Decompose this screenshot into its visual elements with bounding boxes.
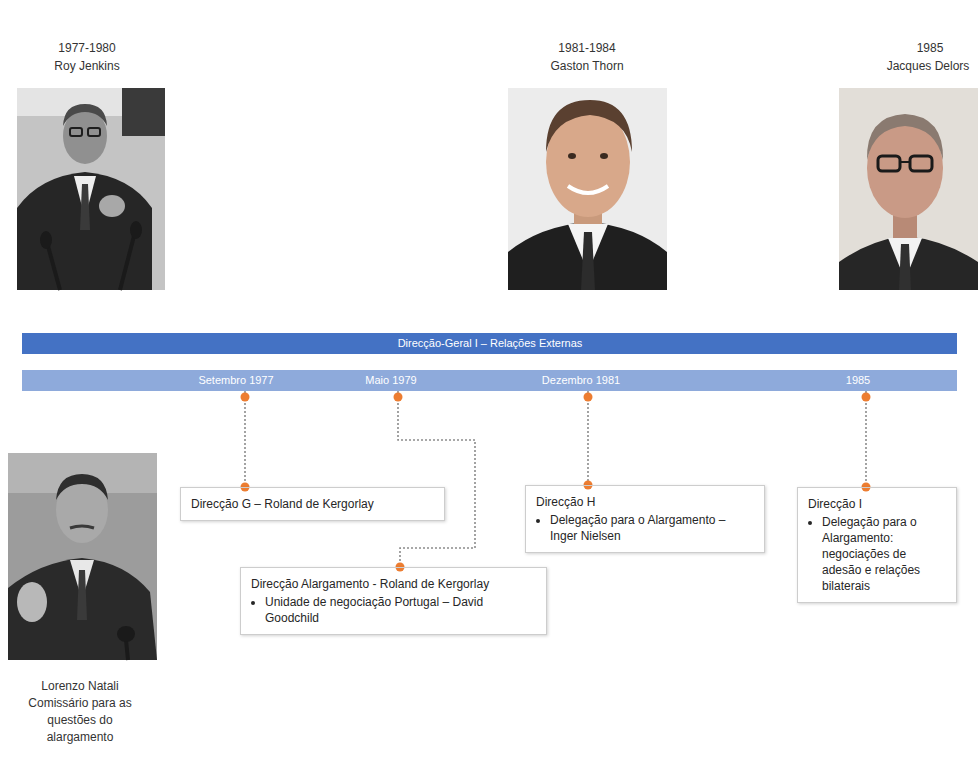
timeline-dot [584, 393, 593, 402]
timeline-dot [862, 393, 871, 402]
band-title: Direcção-Geral I – Relações Externas [398, 333, 583, 354]
date-label: Maio 1979 [365, 370, 416, 391]
box-heading: Direcção I [808, 496, 946, 512]
dotted-connector [398, 391, 475, 567]
person-name: Roy Jenkins [54, 58, 119, 75]
directorate-box: Direcção I Delegação para o Alargamento: … [797, 487, 957, 603]
timeline-dot [241, 393, 250, 402]
date-band: Setembro 1977 Maio 1979 Dezembro 1981 1985 [22, 370, 957, 391]
box-heading: Direcção Alargamento - Roland de Kergorl… [251, 576, 536, 592]
bullet-list: Unidade de negociação Portugal – David G… [251, 594, 536, 626]
person-name: Gaston Thorn [550, 58, 623, 75]
date-label: 1985 [846, 370, 870, 391]
box-heading: Direcção H [536, 494, 754, 510]
person-name: Lorenzo Natali [41, 678, 118, 695]
bullet-text: Delegação para o Alargamento – Inger Nie… [550, 512, 754, 544]
directorate-box: Direcção Alargamento - Roland de Kergorl… [240, 567, 547, 635]
term-years: 1985 [917, 40, 944, 57]
directorate-box: Direcção G – Roland de Kergorlay [180, 487, 445, 521]
dotted-connector [587, 391, 589, 485]
timeline-dot [394, 393, 403, 402]
directorate-box: Direcção H Delegação para o Alargamento –… [525, 485, 765, 553]
date-label: Dezembro 1981 [542, 370, 620, 391]
term-years: 1977-1980 [58, 40, 115, 57]
portrait-photo [17, 88, 165, 290]
person-name: Jacques Delors [887, 58, 970, 75]
department-band: Direcção-Geral I – Relações Externas [22, 333, 957, 354]
portrait-photo [8, 453, 157, 660]
bullet-text: Unidade de negociação Portugal – David G… [265, 594, 536, 626]
bullet-list: Delegação para o Alargamento: negociaçõe… [808, 514, 946, 594]
portrait-photo [839, 88, 978, 290]
date-label: Setembro 1977 [198, 370, 273, 391]
dotted-connector [865, 391, 867, 487]
box-heading: Direcção G – Roland de Kergorlay [191, 496, 434, 512]
dotted-connector [244, 391, 246, 487]
bullet-text: Delegação para o Alargamento: negociaçõe… [822, 514, 946, 594]
term-years: 1981-1984 [558, 40, 615, 57]
person-name: Comissário para as questões do alargamen… [20, 695, 140, 746]
bullet-list: Delegação para o Alargamento – Inger Nie… [536, 512, 754, 544]
portrait-photo [508, 88, 667, 290]
